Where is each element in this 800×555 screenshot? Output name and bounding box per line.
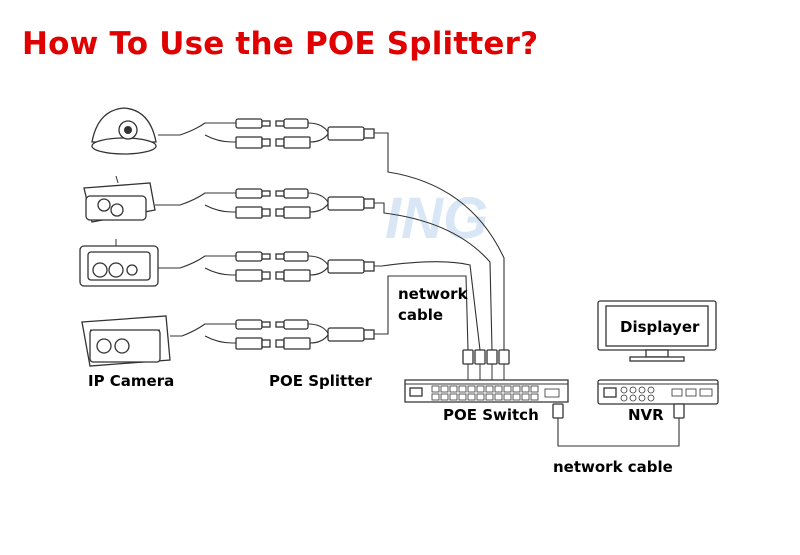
camera-row-3 <box>158 251 375 282</box>
camera-row-2 <box>155 188 375 219</box>
nvr-icon <box>597 379 719 405</box>
displayer-label: Displayer <box>620 318 700 336</box>
network-cable-label-line2: cable <box>398 306 443 324</box>
network-cable-bottom-label: network cable <box>553 458 673 476</box>
dome-camera-icon <box>91 107 157 155</box>
camera-row-1 <box>158 118 375 149</box>
poe-splitter-icon <box>275 251 375 282</box>
page-title: How To Use the POE Splitter? <box>22 26 539 62</box>
poe-splitter-label: POE Splitter <box>269 372 373 390</box>
network-cables <box>374 132 510 380</box>
nvr-label: NVR <box>628 406 664 424</box>
ip-camera-label: IP Camera <box>88 372 174 390</box>
poe-splitter-icon <box>275 118 375 149</box>
camera-row-4 <box>170 319 375 350</box>
poe-switch-label: POE Switch <box>443 406 539 424</box>
switch-nvr-cable <box>552 403 685 447</box>
box-camera-icon <box>79 239 159 287</box>
bullet-camera-icon <box>83 175 156 223</box>
poe-splitter-icon <box>275 188 375 219</box>
network-cable-label-line1: network <box>398 285 469 303</box>
displayer-icon <box>597 300 717 362</box>
poe-switch-icon <box>404 379 569 403</box>
outdoor-camera-icon <box>81 315 171 367</box>
watermark: ING <box>385 186 488 251</box>
poe-splitter-icon <box>275 319 375 350</box>
